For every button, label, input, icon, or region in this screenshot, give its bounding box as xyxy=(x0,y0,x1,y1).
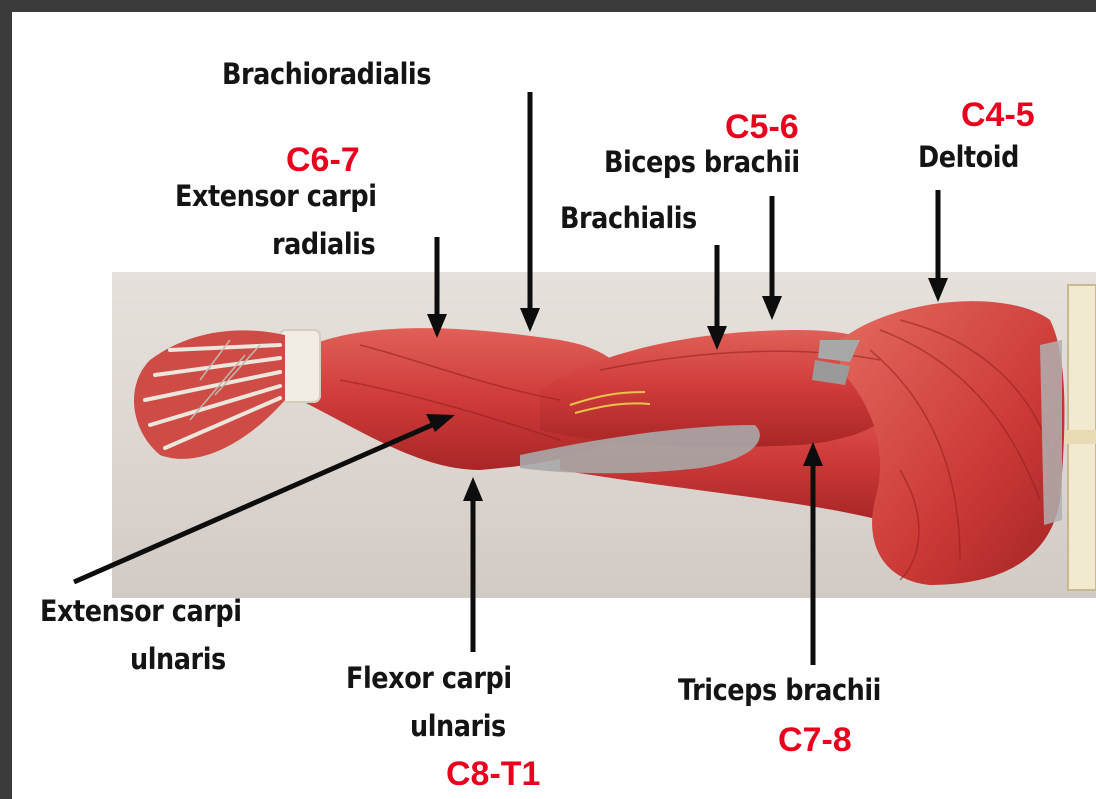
nerve-root-c5-6: C5-6 xyxy=(725,110,799,144)
label-deltoid: Deltoid xyxy=(918,143,1019,172)
arrow-deltoid xyxy=(928,190,948,302)
label-brachialis: Brachialis xyxy=(560,204,697,233)
label-extensor-carpi-ulnaris-line2: ulnaris xyxy=(130,645,226,674)
label-extensor-carpi-radialis-line1: Extensor carpi xyxy=(175,182,377,211)
nerve-root-c6-7: C6-7 xyxy=(286,143,360,177)
nerve-root-c8-t1: C8-T1 xyxy=(446,757,540,791)
wrist-bandage xyxy=(280,330,320,402)
arrow-extensor-carpi-radialis xyxy=(427,237,447,338)
arrow-brachioradialis xyxy=(520,92,540,332)
label-extensor-carpi-radialis-line2: radialis xyxy=(272,230,375,259)
label-flexor-carpi-ulnaris-line2: ulnaris xyxy=(410,712,506,741)
arrow-extensor-carpi-ulnaris xyxy=(74,414,455,582)
label-triceps-brachii: Triceps brachii xyxy=(678,676,881,705)
stand-post xyxy=(1062,285,1096,590)
nerve-root-c4-5: C4-5 xyxy=(961,98,1035,132)
label-biceps-brachii: Biceps brachii xyxy=(604,148,800,177)
label-extensor-carpi-ulnaris-line1: Extensor carpi xyxy=(40,597,242,626)
label-brachioradialis: Brachioradialis xyxy=(222,60,431,89)
label-flexor-carpi-ulnaris-line1: Flexor carpi xyxy=(346,664,512,693)
arrow-flexor-carpi-ulnaris xyxy=(463,477,483,652)
hand xyxy=(134,330,285,459)
arrow-biceps xyxy=(762,196,782,320)
nerve-root-c7-8: C7-8 xyxy=(778,723,852,757)
